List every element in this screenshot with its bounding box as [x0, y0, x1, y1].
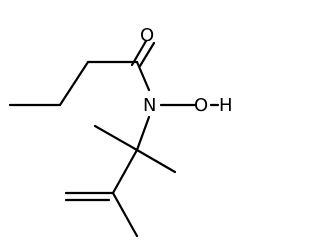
- bond-carbonyl-c-n: [135, 60, 151, 92]
- atom-label-hydroxyl-hydrogen: H: [219, 95, 233, 116]
- chemical-structure-diagram: O N O H: [8, 25, 233, 238]
- bond-carbonyl-double-a: [130, 39, 148, 67]
- bond-c2-c3: [58, 60, 90, 107]
- atom-label-carbonyl-oxygen: O: [140, 25, 154, 46]
- bond-carbonyl-double-b: [138, 41, 156, 68]
- bond-n-cq: [135, 115, 151, 152]
- bond-cq-vinyl-c: [111, 148, 139, 195]
- bond-cq-methyl-left: [93, 124, 139, 152]
- bond-cq-methyl-right: [135, 148, 177, 174]
- atom-label-nitrogen: N: [143, 95, 156, 116]
- atom-label-hydroxyl-oxygen: O: [194, 95, 208, 116]
- bond-vinyl-methyl: [111, 191, 139, 238]
